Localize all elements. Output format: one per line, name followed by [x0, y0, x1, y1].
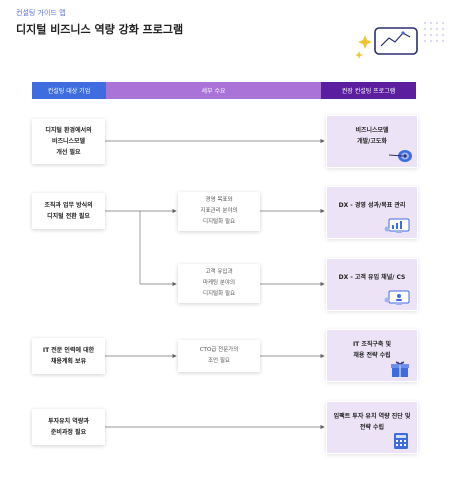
header-detailed-demand: 세부 수요	[106, 82, 321, 99]
monitor-customer-icon	[384, 290, 410, 305]
program-dx-management: DX - 경영 성과/목표 관리	[326, 186, 418, 239]
header-recommended-programs: 권장 컨설팅 프로그램	[321, 82, 416, 99]
page-title: 디지털 비즈니스 역량 강화 프로그램	[16, 23, 184, 36]
header-target-companies: 컨설팅 대상 기업	[32, 82, 106, 99]
page-subtitle: 컨설팅 가이드 맵	[16, 9, 66, 17]
gift-box-icon	[391, 361, 409, 377]
program-dx-customer: DX - 고객 유입 채널/ CS	[326, 258, 418, 311]
target-dart-icon	[388, 150, 412, 162]
decorative-illustration	[355, 21, 445, 59]
calculator-icon	[394, 433, 408, 449]
dashboard-monitor-icon	[384, 218, 410, 233]
